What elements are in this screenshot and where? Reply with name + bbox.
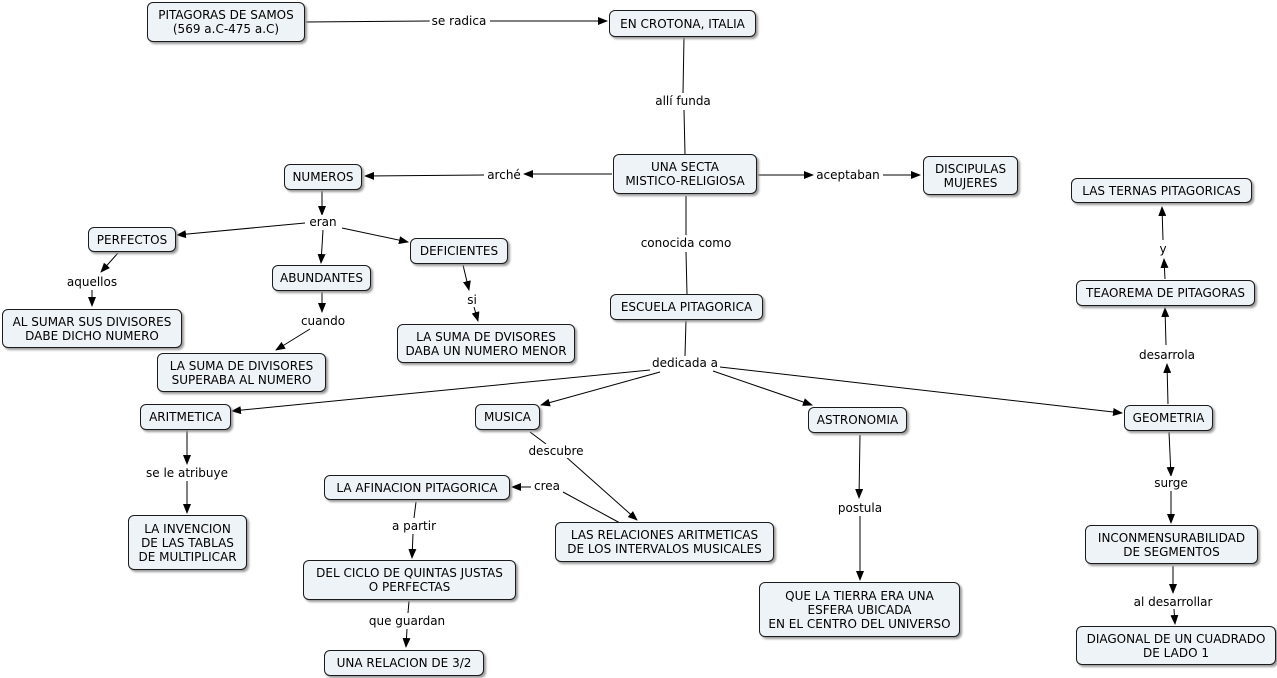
node-ciclo[interactable]: DEL CICLO DE QUINTAS JUSTAS O PERFECTAS [303,560,516,600]
node-suma-menor[interactable]: LA SUMA DE DVISORES DABA UN NUMERO MENOR [397,324,575,363]
node-invencion[interactable]: LA INVENCION DE LAS TABLAS DE MULTIPLICA… [128,515,247,570]
node-afinacion[interactable]: LA AFINACION PITAGORICA [324,475,510,500]
node-inconmensurabilidad[interactable]: INCONMENSURABILIDAD DE SEGMENTOS [1085,525,1258,564]
link-crea: crea [531,479,563,493]
node-tierra[interactable]: QUE LA TIERRA ERA UNA ESFERA UBICADA EN … [759,582,960,637]
node-relaciones[interactable]: LAS RELACIONES ARITMETICAS DE LOS INTERV… [555,522,774,562]
node-aritmetica[interactable]: ARITMETICA [140,404,231,430]
link-a-partir: a partir [389,519,439,533]
node-crotona[interactable]: EN CROTONA, ITALIA [609,10,756,37]
node-perfectos[interactable]: PERFECTOS [88,227,176,252]
link-se-radica: se radica [429,14,489,28]
node-geometria[interactable]: GEOMETRIA [1124,405,1213,431]
link-al-desarrollar: al desarrollar [1131,595,1215,609]
node-discipulas[interactable]: DISCIPULAS MUJERES [923,156,1018,195]
node-abundantes[interactable]: ABUNDANTES [272,265,371,291]
link-dedicada-a: dedicada a [649,356,721,370]
node-musica[interactable]: MUSICA [475,404,540,430]
link-y: y [1157,242,1169,256]
link-descubre: descubre [526,444,586,458]
node-astronomia[interactable]: ASTRONOMIA [808,407,907,433]
node-numeros[interactable]: NUMEROS [284,164,362,190]
link-cuando: cuando [298,314,348,328]
link-si: si [465,293,479,307]
link-desarrola: desarrola [1136,348,1198,362]
node-teorema[interactable]: TEAOREMA DE PITAGORAS [1076,280,1255,306]
node-al-sumar[interactable]: AL SUMAR SUS DIVISORES DABE DICHO NUMERO [2,309,182,348]
node-diagonal[interactable]: DIAGONAL DE UN CUADRADO DE LADO 1 [1076,626,1276,665]
node-pitagoras[interactable]: PITAGORAS DE SAMOS (569 a.C-475 a.C) [147,2,305,42]
link-eran: eran [307,215,339,229]
link-aceptaban: aceptaban [814,168,882,182]
node-secta[interactable]: UNA SECTA MISTICO-RELIGIOSA [613,154,757,194]
node-escuela[interactable]: ESCUELA PITAGORICA [610,294,763,320]
link-que-guardan: que guardan [366,614,448,628]
link-postula: postula [835,501,885,515]
node-suma-superaba[interactable]: LA SUMA DE DIVISORES SUPERABA AL NUMERO [157,353,326,392]
link-aquellos: aquellos [64,275,120,289]
node-ternas[interactable]: LAS TERNAS PITAGORICAS [1071,178,1252,203]
node-deficientes[interactable]: DEFICIENTES [410,238,508,264]
node-relacion32[interactable]: UNA RELACION DE 3/2 [324,650,484,676]
link-surge: surge [1152,476,1190,490]
link-se-le-atribuye: se le atribuye [143,466,231,480]
link-alli-funda: allí funda [653,94,713,108]
link-arche: arché [485,168,523,182]
link-conocida-como: conocida como [638,236,734,250]
